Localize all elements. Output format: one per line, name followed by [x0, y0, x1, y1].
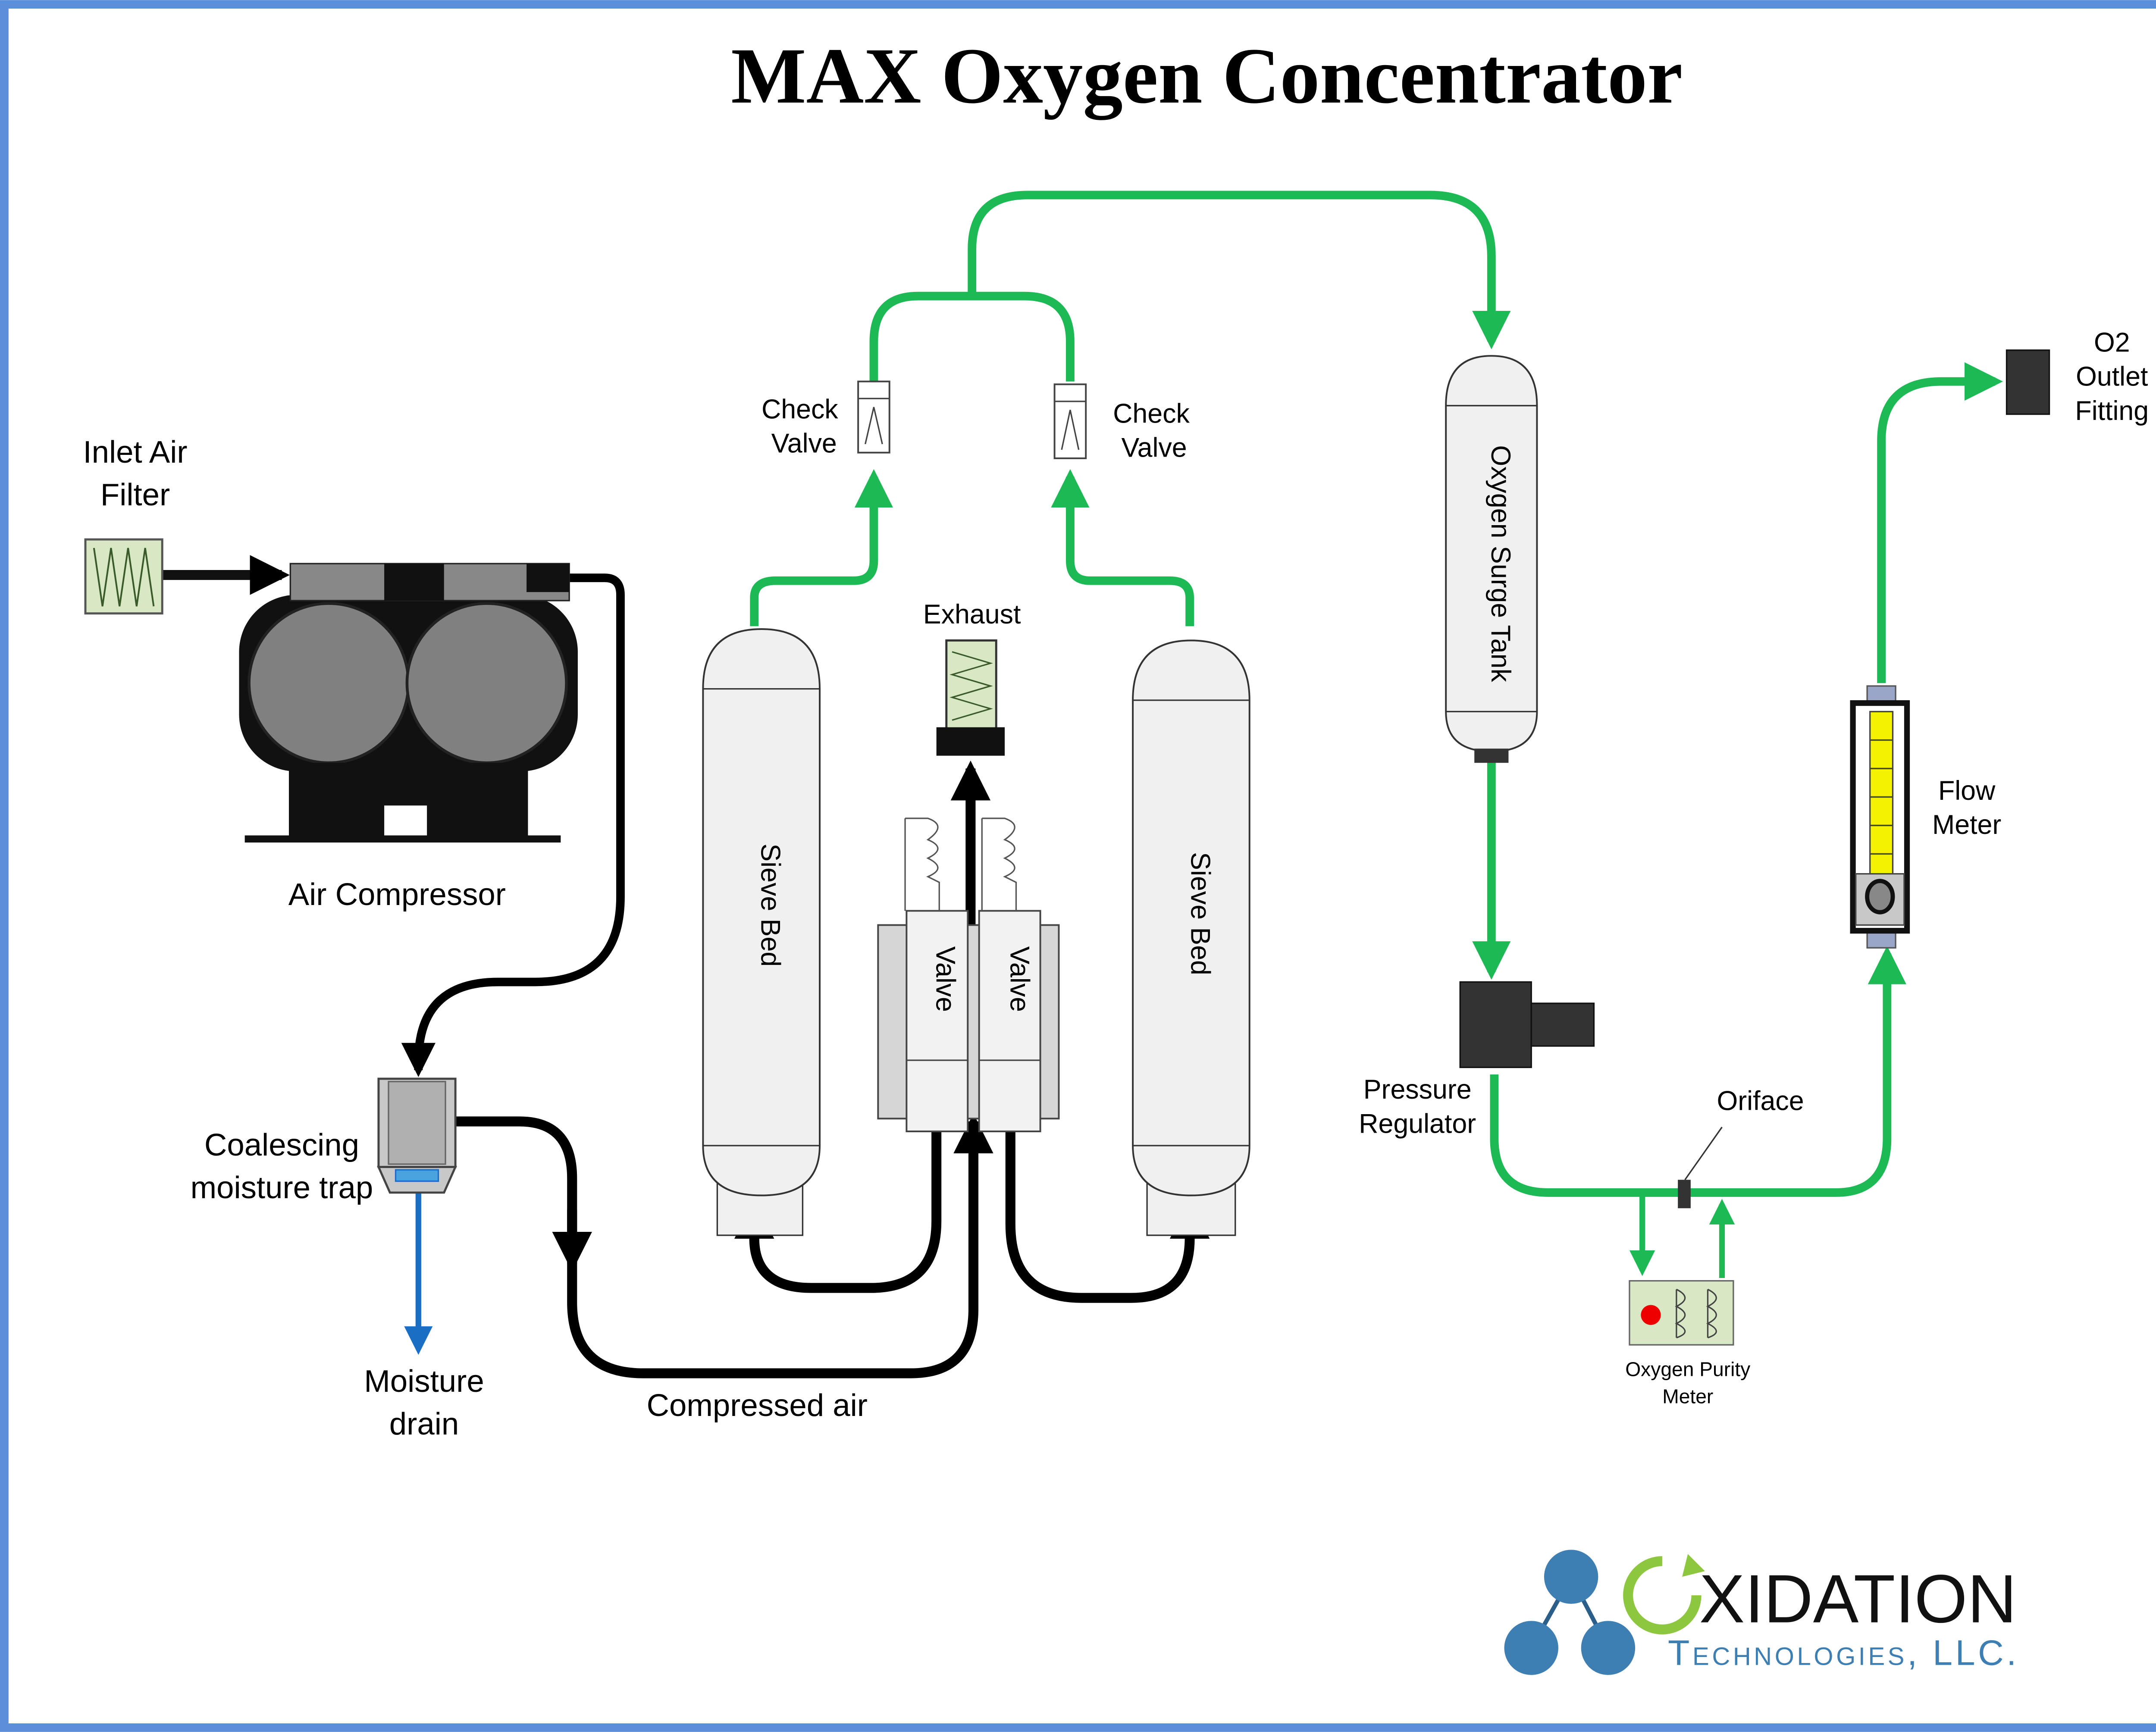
o2-line-to-surge-tank	[968, 191, 1511, 350]
sieve-bed-left	[702, 628, 821, 1236]
outlet-label-line1: O2	[2094, 327, 2130, 357]
o2-outlet-fitting	[2006, 349, 2050, 415]
logo-molecule-right	[1581, 1621, 1636, 1675]
surge-tank-label: Oxygen Surge Tank	[1485, 445, 1516, 682]
logo-recycle-o-icon	[1623, 1554, 1705, 1635]
flow-meter-label-line2: Meter	[1932, 810, 2001, 840]
coalescing-label-line1: Coalescing	[204, 1128, 359, 1162]
pressure-regulator	[1459, 981, 1595, 1068]
moisture-drain-label-line2: drain	[389, 1406, 459, 1441]
o2-line-to-outlet	[1877, 362, 2003, 683]
valve-left-label: Valve	[931, 946, 961, 1012]
oxygen-purity-meter	[1629, 1280, 1734, 1346]
sieve-bed-left-label: Sieve Bed	[755, 843, 786, 967]
page-title: MAX Oxygen Concentrator	[731, 31, 1683, 120]
exhaust-muffler	[936, 639, 1005, 756]
o2-line-left-bed-to-check	[750, 469, 893, 626]
air-compressor	[239, 563, 578, 843]
o2-line-check-header	[869, 291, 1075, 382]
check-valve-left	[857, 380, 890, 454]
check-valve-left-label-line2: Valve	[771, 429, 837, 459]
pressure-regulator-label-line2: Regulator	[1359, 1109, 1476, 1139]
inlet-air-filter	[84, 538, 163, 615]
check-valve-right-label-line2: Valve	[1122, 433, 1187, 463]
logo-molecule-top	[1544, 1550, 1598, 1604]
coalescing-moisture-trap	[377, 1077, 457, 1194]
sieve-bed-right	[1132, 639, 1250, 1236]
air-line-compressor-to-trap	[401, 573, 625, 1077]
valve-block	[877, 817, 1060, 1133]
logo-subtitle: Technologies, LLC.	[1668, 1633, 2019, 1673]
moisture-drain-label-line1: Moisture	[364, 1364, 484, 1399]
o2-line-right-bed-to-check	[1051, 469, 1194, 626]
flow-meter-label-line1: Flow	[1938, 776, 1996, 806]
coalescing-label-line2: moisture trap	[191, 1170, 373, 1205]
flow-meter	[1850, 685, 1910, 949]
purity-meter-label-line2: Meter	[1662, 1385, 1713, 1407]
orifice	[1678, 1127, 1723, 1209]
company-logo: XIDATION Technologies, LLC.	[1504, 1550, 2019, 1675]
orifice-label: Oriface	[1717, 1086, 1804, 1116]
air-line-compressed-air	[455, 1113, 993, 1378]
inlet-filter-label-line2: Filter	[100, 477, 170, 512]
air-line-valve-to-right-bed	[1005, 1110, 1210, 1303]
o2-line-to-flow-meter	[1490, 946, 1906, 1197]
inlet-filter-label-line1: Inlet Air	[83, 435, 187, 470]
purity-meter-label-line1: Oxygen Purity	[1625, 1358, 1750, 1381]
sieve-bed-right-label: Sieve Bed	[1185, 852, 1215, 975]
check-valve-right	[1053, 383, 1087, 459]
check-valve-left-label-line1: Check	[761, 395, 838, 425]
check-valve-right-label-line1: Check	[1113, 398, 1190, 429]
outlet-label-line2: Outlet	[2076, 362, 2148, 392]
pressure-regulator-label-line1: Pressure	[1363, 1074, 1472, 1105]
oxygen-surge-tank	[1445, 355, 1538, 763]
compressed-air-label: Compressed air	[647, 1388, 868, 1423]
valve-right-label: Valve	[1004, 946, 1034, 1012]
exhaust-label: Exhaust	[923, 599, 1021, 630]
logo-molecule-left	[1504, 1621, 1558, 1675]
logo-wordmark: XIDATION	[1699, 1561, 2017, 1637]
air-compressor-label: Air Compressor	[288, 877, 506, 912]
air-line-valve-to-left-bed	[734, 1110, 942, 1293]
outlet-label-line3: Fitting	[2075, 396, 2149, 426]
